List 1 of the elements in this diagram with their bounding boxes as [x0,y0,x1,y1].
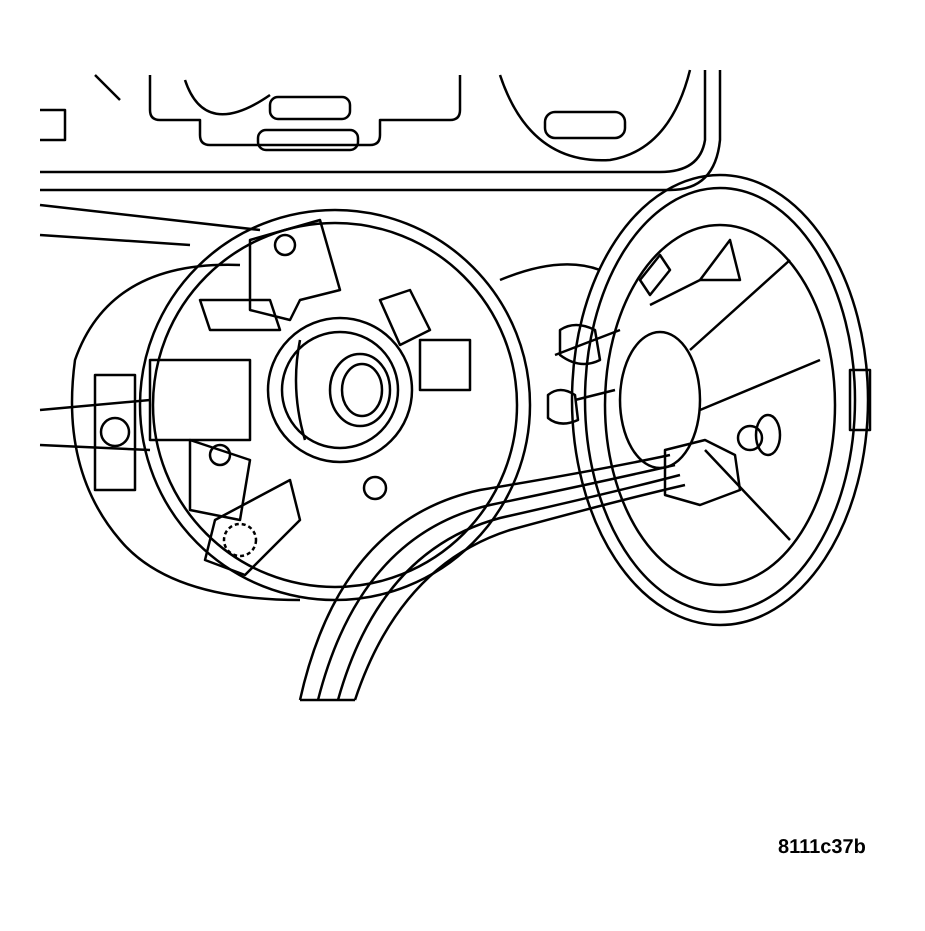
figure-code: 8111c37b [778,836,866,859]
